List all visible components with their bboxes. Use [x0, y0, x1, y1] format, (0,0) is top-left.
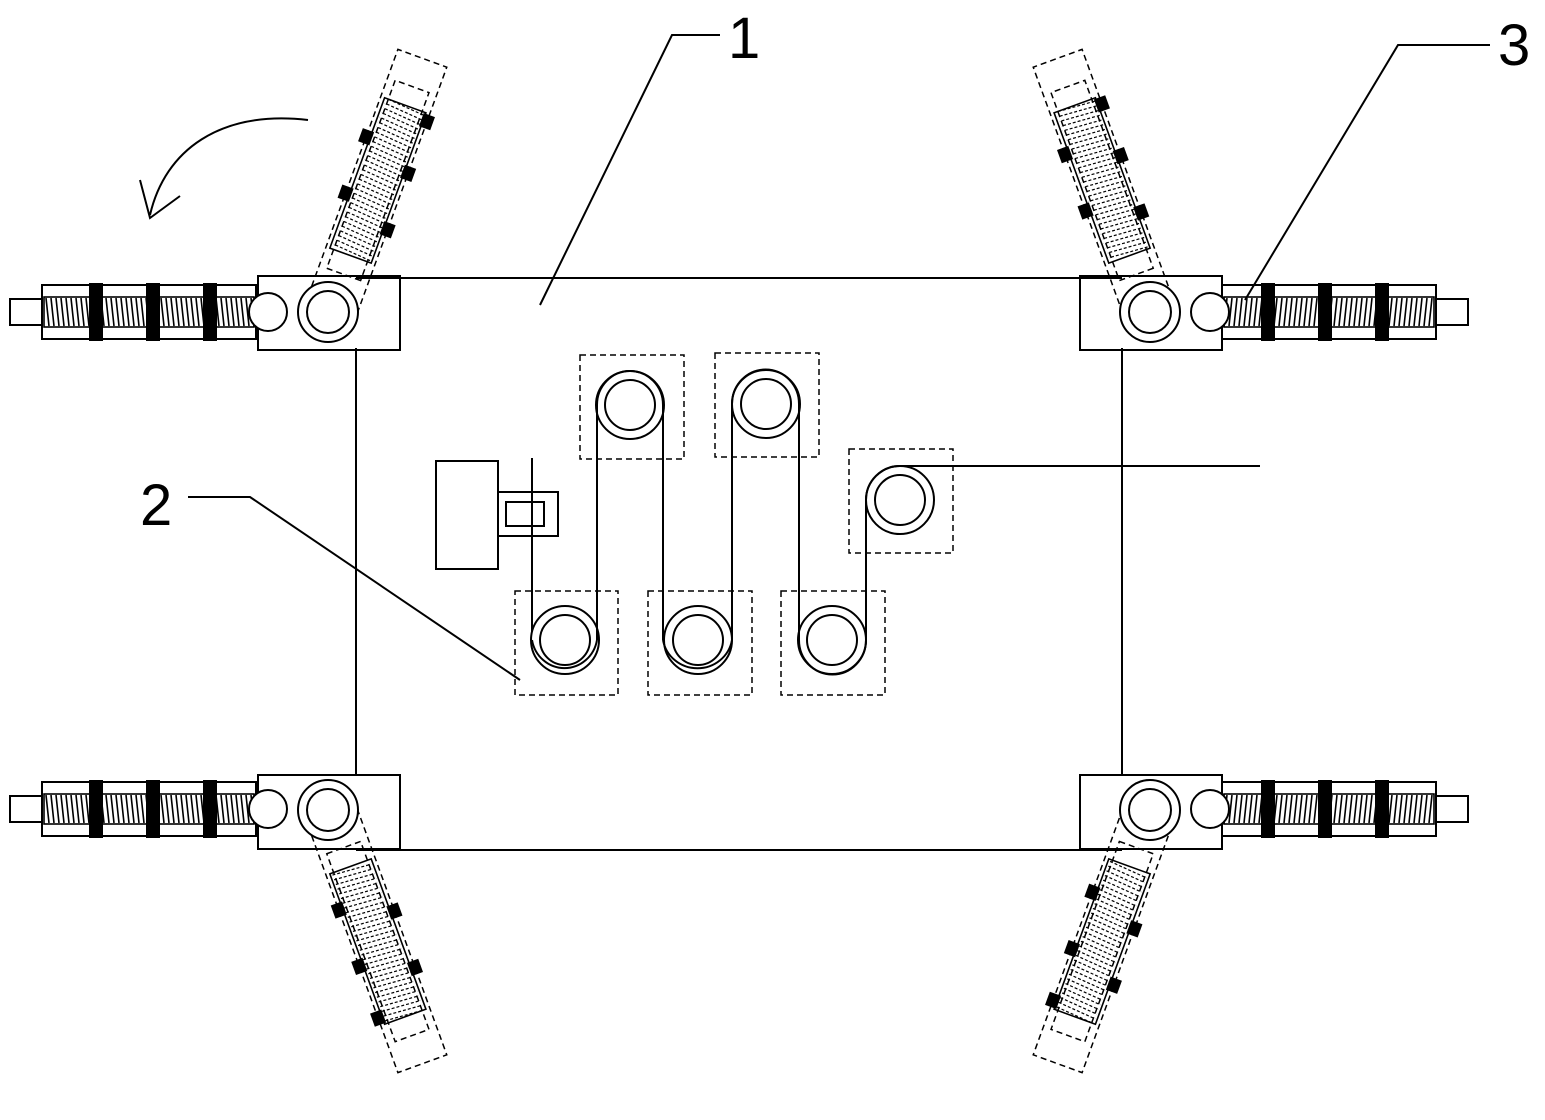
swung-arm-bottom-right	[1028, 799, 1180, 1075]
roller-assembly	[515, 353, 1260, 695]
pivot-pulley-top-right	[1120, 282, 1180, 342]
roller-top-3	[849, 449, 953, 553]
callout-label-1: 1	[728, 6, 760, 71]
callout-label-2: 2	[140, 473, 172, 538]
telescopic-arm-top-right	[1191, 283, 1468, 341]
main-frame	[356, 278, 1122, 850]
callout-leader-3	[1245, 45, 1490, 300]
telescopic-arm-bottom-left	[10, 780, 287, 838]
pivot-pulley-bottom-left	[298, 780, 358, 840]
callout-leader-1	[540, 35, 720, 305]
roller-bottom-1	[515, 591, 618, 695]
roller-bottom-3	[781, 591, 885, 695]
telescopic-arm-top-left	[10, 283, 287, 341]
callout-label-3: 3	[1498, 13, 1530, 78]
pivot-pulley-top-left	[298, 282, 358, 342]
callout-leader-2	[188, 497, 520, 680]
curved-arrow-icon	[140, 118, 308, 218]
swung-arm-top-right	[1028, 47, 1180, 323]
telescopic-arm-bottom-right	[1191, 780, 1468, 838]
motor	[436, 458, 558, 640]
pivot-pulley-bottom-right	[1120, 780, 1180, 840]
